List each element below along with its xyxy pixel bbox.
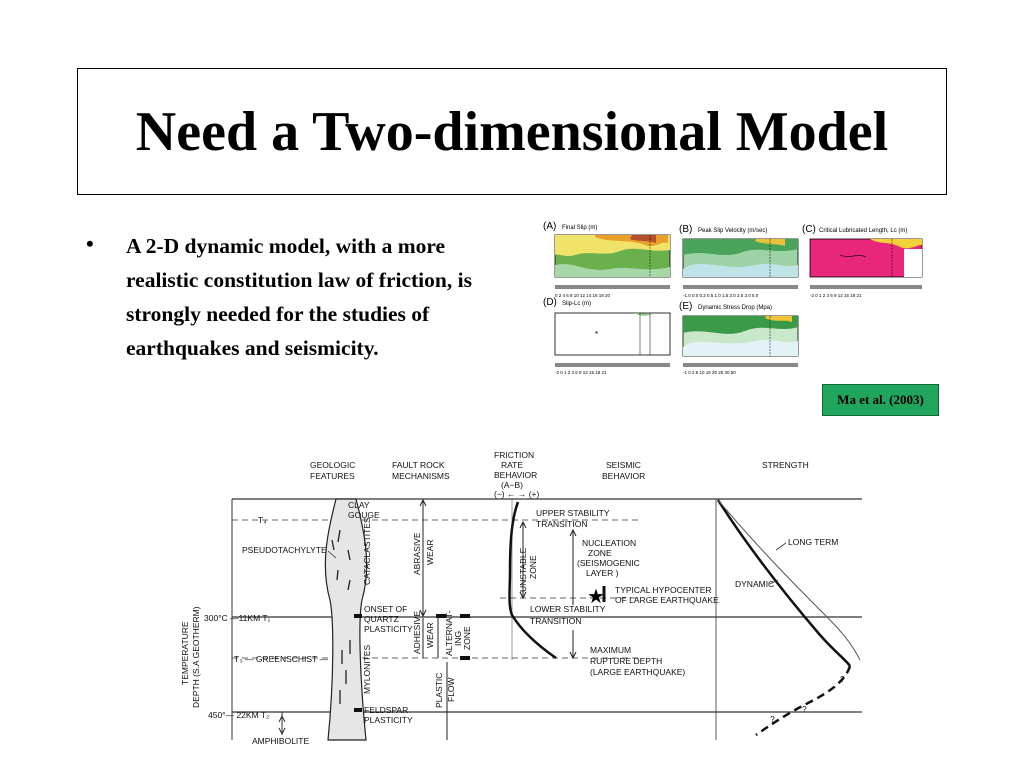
label-upper-1: UPPER STABILITY [536,508,610,518]
header-geologic-2: FEATURES [310,471,355,481]
bullet-marker: • [86,231,94,256]
label-rupture-2: RUPTURE DEPTH [590,656,662,666]
panel-a-title: Final Slip (m) [562,225,597,231]
slide-title: Need a Two-dimensional Model [135,100,889,163]
panel-c-letter: (C) [802,224,816,235]
header-seismic-1: SEISMIC [606,460,641,470]
label-abrasive-2: WEAR [425,540,435,566]
depth-label-t1: 300°C —11KM T₁ [204,613,271,623]
panel-d-scale: -2 0 1 2 3 6 9 12 15 18 21 [555,370,607,375]
panel-b-scale: -1.0 0.0 0.2 0.5 1.0 1.5 2.0 2.5 3.0 5.0 [683,293,759,298]
header-friction-2: RATE [501,460,523,470]
header-seismic-2: BEHAVIOR [602,471,645,481]
panel-e-letter: (E) [679,301,692,312]
fault-zone-diagram: GEOLOGIC FEATURES FAULT ROCK MECHANISMS … [180,450,862,746]
label-alternating-2: ING [453,631,463,646]
label-onset-2: QUARTZ [364,614,399,624]
label-nucleation-2: ZONE [588,548,612,558]
panel-c: (C) Critical Lubricated Length, Lc (m) -… [802,224,923,298]
citation-text: Ma et al. (2003) [837,392,924,407]
bullet-text: A 2-D dynamic model, with a more realist… [126,234,472,360]
svg-text:*: * [595,330,598,339]
label-zone: ZONE [528,555,538,579]
header-fault-rock-1: FAULT ROCK [392,460,445,470]
panel-b-letter: (B) [679,224,692,235]
panel-c-title: Critical Lubricated Length, Lc (m) [819,228,907,234]
star-icon: ★ [587,584,605,608]
panel-a-scale: 0 2 4 6 8 10 12 14 16 18 20 [555,293,611,298]
strength-curve-dynamic [716,499,852,667]
depth-label-amphibolite: AMPHIBOLITE [252,736,309,746]
label-long-term: LONG TERM [788,537,838,547]
column-headers: GEOLOGIC FEATURES FAULT ROCK MECHANISMS … [310,450,809,499]
header-fault-rock-2: MECHANISMS [392,471,450,481]
label-gouge: GOUGE [348,510,380,520]
label-mylonites: MYLONITES [362,645,372,694]
geologic-column [324,498,368,741]
simulation-panels-figure: (A) Final Slip (m) 0 2 4 6 8 10 12 14 16… [543,221,923,375]
axis-label-depth: DEPTH (S.A GEOTHERM) [191,606,201,708]
panel-d: (D) Slip-Lc (m) * -2 0 1 2 3 6 9 12 15 1… [543,297,671,375]
label-cataclastites: CATACLASTITES [362,517,372,585]
panel-e: (E) Dynamic Stress Drop (Mpa) -1 0 2 5 1… [679,301,799,375]
label-dynamic: DYNAMIC [735,579,774,589]
header-strength: STRENGTH [762,460,809,470]
depth-label-t4: T₄ [258,515,267,525]
header-friction-1: FRICTION [494,450,534,460]
label-pseudotachylyte: PSEUDOTACHYLYTE [242,545,327,555]
question-mark-1: ? [840,674,845,684]
label-plastic: PLASTIC [434,673,444,708]
header-friction-3: BEHAVIOR [494,470,537,480]
label-hypocenter-2: OF LARGE EARTHQUAKE [615,595,719,605]
friction-curve [508,501,557,660]
label-flow: FLOW [446,677,456,702]
label-lower-2: TRANSITION [530,616,581,626]
question-mark-2: ? [802,704,807,714]
label-alternating-3: ZONE [462,626,472,650]
label-nucleation-3: (SEISMOGENIC [577,558,640,568]
panel-b-title: Peak Slip Velocity (m/sec) [698,228,767,234]
panel-b: (B) Peak Slip Velocity (m/sec) -1.0 0.0 … [679,224,799,298]
label-hypocenter-1: TYPICAL HYPOCENTER [615,585,712,595]
label-feldspar-2: PLASTICITY [364,715,413,725]
label-upper-2: TRANSITION [536,519,587,529]
label-onset-3: PLASTICITY [364,624,413,634]
panel-d-letter: (D) [543,297,557,308]
panel-a-letter: (A) [543,221,556,232]
axis-label-temperature: TEMPERATURE [180,621,190,685]
question-mark-3: ? [770,714,775,724]
header-geologic-1: GEOLOGIC [310,460,355,470]
label-abrasive-1: ABRASIVE [412,532,422,575]
label-onset-1: ONSET OF [364,604,407,614]
panel-a: (A) Final Slip (m) 0 2 4 6 8 10 12 14 16… [543,221,671,298]
panel-d-title: Slip-Lc (m) [562,301,591,307]
label-clay: CLAY [348,500,370,510]
panel-c-scale: -2 0 1 2 3 6 9 12 15 18 21 [810,293,862,298]
panel-e-title: Dynamic Stress Drop (Mpa) [698,305,772,311]
label-nucleation-4: LAYER ) [586,568,619,578]
depth-label-t3: T₃ — GREENSCHIST — [234,654,328,664]
header-friction-5: (−) ← → (+) [494,489,540,499]
panel-e-scale: -1 0 2 5 10 15 20 25 30 50 [683,370,736,375]
depth-label-t2: 450°— 22KM T₂ [208,710,269,720]
label-alternating-1: ALTERNAT- [444,610,454,656]
citation-badge: Ma et al. (2003) [822,384,939,416]
label-feldspar-1: FELDSPAR [364,705,408,715]
label-lower-1: LOWER STABILITY [530,604,606,614]
label-rupture-3: (LARGE EARTHQUAKE) [590,667,685,677]
label-unstable: UNSTABLE [518,547,528,592]
header-friction-4: (A−B) [501,480,523,490]
label-adhesive-1: ADHESIVE [412,611,422,654]
title-box: Need a Two-dimensional Model [77,68,947,195]
label-adhesive-2: WEAR [425,623,435,649]
label-nucleation-1: NUCLEATION [582,538,636,548]
label-rupture-1: MAXIMUM [590,645,631,655]
